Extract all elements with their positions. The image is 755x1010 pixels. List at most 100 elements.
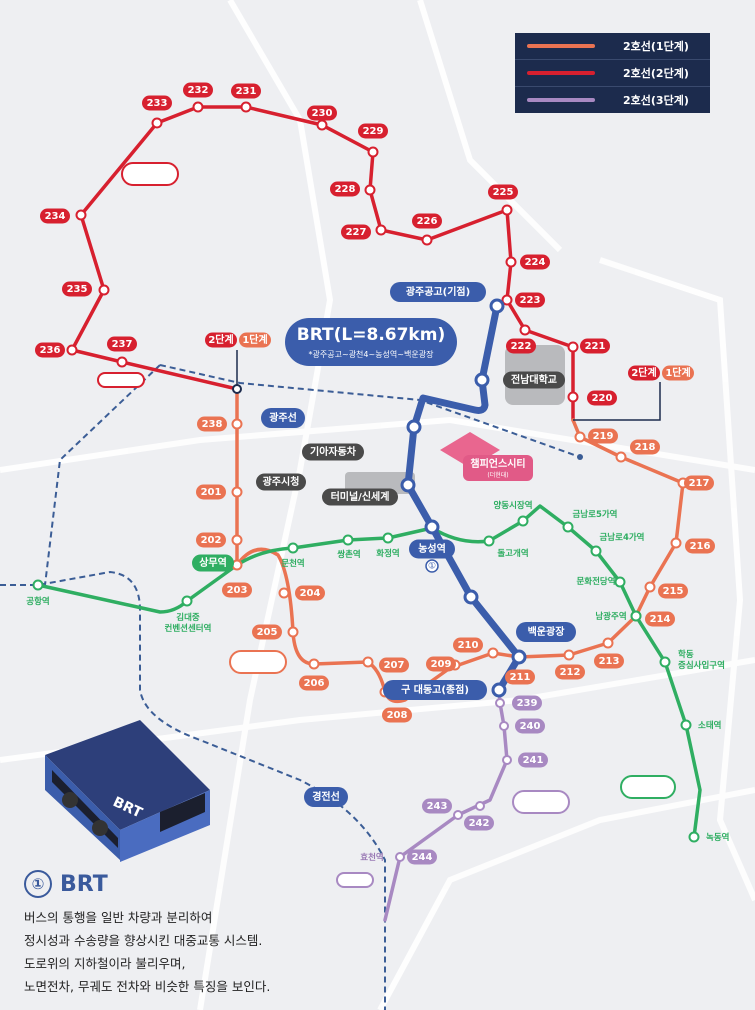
brt-stop-node[interactable] [400,477,416,493]
depot-label[interactable]: 차고지 [336,872,374,888]
station-node[interactable] [192,101,204,113]
station-label-orange[interactable]: 208 [382,707,412,723]
station-node[interactable] [75,209,87,221]
station-node[interactable] [375,224,387,236]
line2-callout-orange[interactable]: 2호선 [229,650,287,674]
station-node[interactable] [630,610,642,622]
station-node[interactable] [98,284,110,296]
station-node[interactable] [395,852,405,862]
station-node[interactable] [615,451,627,463]
station-label-red[interactable]: 237 [107,336,137,352]
station-label-orange[interactable]: 204 [295,585,325,601]
station-label-red[interactable]: 222 [506,338,536,354]
station-node[interactable] [287,542,299,554]
station-label-red[interactable]: 224 [520,254,550,270]
station-node[interactable] [231,534,243,546]
station-node[interactable] [644,581,656,593]
station-node[interactable] [519,324,531,336]
station-node[interactable] [602,637,614,649]
station-label-red[interactable]: 229 [358,123,388,139]
station-label-red[interactable]: 223 [515,292,545,308]
line2-callout-purple[interactable]: 2호선 [512,790,570,814]
station-node[interactable] [367,146,379,158]
station-node[interactable] [659,656,671,668]
brt-stop-node[interactable] [463,589,479,605]
station-label-orange[interactable]: 211 [505,669,535,685]
station-node[interactable] [382,532,394,544]
station-label-green[interactable]: 녹동역 [706,832,729,843]
station-label-orange[interactable]: 201 [196,484,226,500]
landmark-terminal[interactable]: 터미널/신세계 [322,488,398,506]
landmark-cityhall[interactable]: 광주시청 [256,473,306,491]
stage1-label[interactable]: 1단계 [662,365,694,381]
station-label-red[interactable]: 220 [587,390,617,406]
station-node[interactable] [502,755,512,765]
station-label-hyocheon[interactable]: 효천역 [360,852,383,863]
stage2-label[interactable]: 2단계 [628,365,660,381]
station-label-red[interactable]: 230 [307,105,337,121]
station-label-red[interactable]: 227 [341,224,371,240]
station-label-red[interactable]: 234 [40,208,70,224]
station-label-sangmu[interactable]: 상무역 [192,554,234,572]
station-label-orange[interactable]: 202 [196,532,226,548]
station-label-nongseong[interactable]: 농성역 [409,539,455,559]
station-label-orange[interactable]: 205 [252,624,282,640]
stage2-label[interactable]: 2단계 [205,332,237,348]
station-node[interactable] [240,101,252,113]
station-label-orange[interactable]: 217 [684,475,714,491]
station-node[interactable] [342,534,354,546]
station-label-purple[interactable]: 243 [422,798,452,814]
station-label-green[interactable]: 소태역 [698,720,721,731]
station-node[interactable] [364,184,376,196]
station-label-purple[interactable]: 239 [512,695,542,711]
station-node[interactable] [475,801,485,811]
station-label-orange[interactable]: 206 [299,675,329,691]
brt-stop-node[interactable] [491,682,507,698]
station-label-purple[interactable]: 244 [407,849,437,865]
station-label-red[interactable]: 225 [488,184,518,200]
station-node[interactable] [287,626,299,638]
station-label-green[interactable]: 금남로5가역 [572,509,617,520]
station-label-red[interactable]: 221 [580,338,610,354]
brt-end-label[interactable]: 구 대동고(종점) [383,680,487,700]
station-label-red[interactable]: 226 [412,213,442,229]
station-node[interactable] [495,698,505,708]
brt-start-label[interactable]: 광주공고(기점) [390,282,486,302]
station-label-orange[interactable]: 218 [630,439,660,455]
station-node[interactable] [421,234,433,246]
station-label-green[interactable]: 화정역 [376,548,399,559]
rail-line-label-gyeongjeon[interactable]: 경전선 [304,787,348,807]
station-node[interactable] [501,204,513,216]
station-label-geukrakgang[interactable]: 극락강역 [97,372,145,388]
station-node[interactable] [66,344,78,356]
station-node[interactable] [231,418,243,430]
station-label-red[interactable]: 228 [330,181,360,197]
station-node[interactable] [32,579,44,591]
station-node[interactable] [453,810,463,820]
station-node[interactable] [483,535,495,547]
station-label-red[interactable]: 236 [35,342,65,358]
brt-stop-node[interactable] [474,372,490,388]
station-node[interactable] [670,537,682,549]
station-label-green[interactable]: 쌍촌역 [337,549,360,560]
station-node[interactable] [680,719,692,731]
station-node[interactable] [231,486,243,498]
brt-stop-node[interactable] [406,419,422,435]
station-label-orange[interactable]: 207 [379,657,409,673]
stage1-label[interactable]: 1단계 [239,332,271,348]
station-node[interactable] [181,595,193,607]
station-node[interactable] [614,576,626,588]
station-label-orange[interactable]: 209 [426,656,456,672]
station-node[interactable] [574,431,586,443]
station-label-purple[interactable]: 242 [464,815,494,831]
station-node[interactable] [567,341,579,353]
station-node[interactable] [501,294,513,306]
station-label-green[interactable]: 금남로4가역 [599,532,644,543]
station-label-green[interactable]: 양동시장역 [493,500,532,511]
brt-stop-label-baegun[interactable]: 백운광장 [516,622,576,642]
station-node[interactable] [517,515,529,527]
station-node[interactable] [562,521,574,533]
landmark-kia[interactable]: 기아자동차 [302,443,364,461]
